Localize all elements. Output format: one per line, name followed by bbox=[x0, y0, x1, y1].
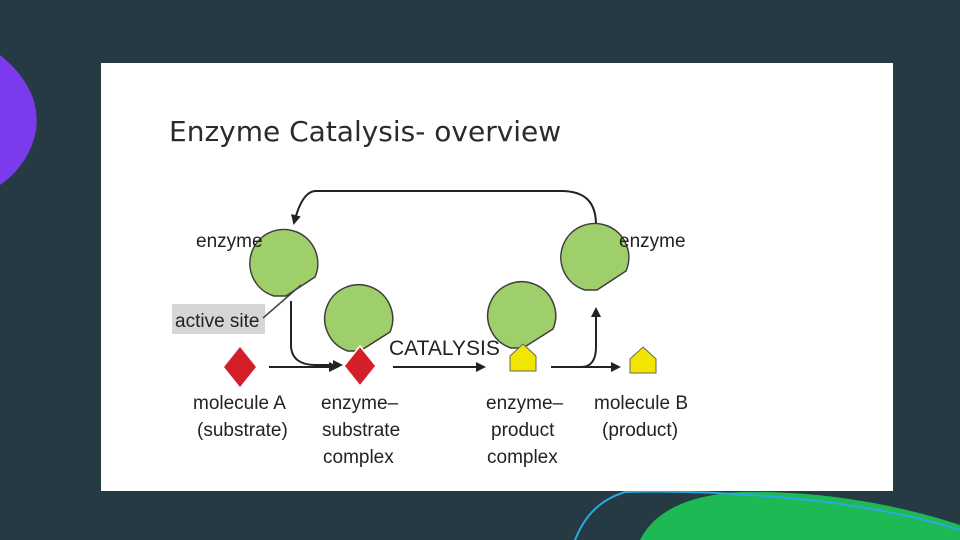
enzyme-label-right: enzyme bbox=[619, 231, 686, 252]
purple-blob-decoration bbox=[0, 55, 37, 185]
es-complex-label-3: complex bbox=[323, 447, 394, 468]
enzyme-catalysis-diagram: Enzyme Catalysis- overview enzyme active… bbox=[169, 115, 688, 468]
page-title: Enzyme Catalysis- overview bbox=[169, 115, 561, 148]
active-site-label: active site bbox=[175, 311, 259, 332]
enzyme-free-left bbox=[249, 228, 319, 297]
active-site-label-bg bbox=[172, 304, 265, 334]
binding-arrow-enzyme bbox=[290, 301, 343, 370]
es-complex-label-2: substrate bbox=[322, 420, 400, 441]
release-arrow bbox=[551, 307, 601, 368]
substrate-molecule-a bbox=[224, 347, 256, 387]
green-blob-decoration bbox=[640, 491, 960, 540]
molecule-b-sublabel: (product) bbox=[602, 420, 678, 441]
enzyme-free-right bbox=[560, 222, 630, 291]
bound-substrate bbox=[343, 344, 377, 388]
molecule-b-label: molecule B bbox=[594, 393, 688, 414]
blue-arc-decoration bbox=[574, 490, 960, 540]
active-site-pointer bbox=[262, 284, 302, 319]
ep-complex-label-1: enzyme– bbox=[486, 393, 564, 414]
recycle-arrow bbox=[291, 190, 597, 226]
slide-panel: Enzyme Catalysis- overview enzyme active… bbox=[101, 63, 893, 491]
enzyme-substrate-complex bbox=[323, 283, 394, 352]
ep-complex-label-3: complex bbox=[487, 447, 558, 468]
ep-complex-label-2: product bbox=[491, 420, 555, 441]
bound-product bbox=[509, 343, 537, 372]
product-molecule-b bbox=[629, 346, 657, 374]
enzyme-label-left: enzyme bbox=[196, 231, 263, 252]
catalysis-label: CATALYSIS bbox=[389, 337, 500, 360]
molecule-a-sublabel: (substrate) bbox=[197, 420, 288, 441]
es-complex-label-1: enzyme– bbox=[321, 393, 399, 414]
enzyme-product-complex bbox=[486, 280, 557, 349]
molecule-a-label: molecule A bbox=[193, 393, 286, 414]
